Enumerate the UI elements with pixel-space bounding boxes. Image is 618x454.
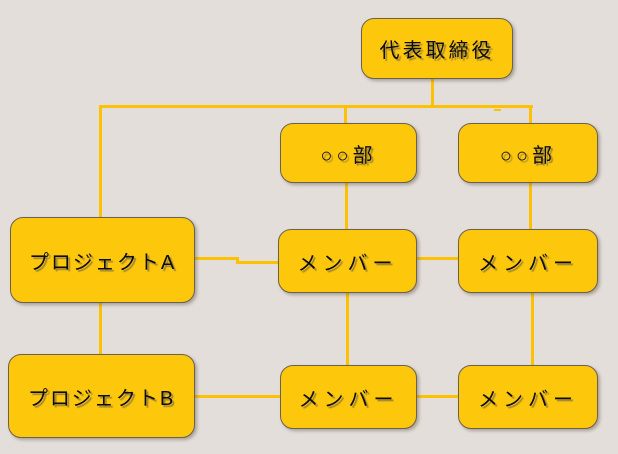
connector-dept-left-to-member (345, 183, 348, 230)
node-member-bottom-center: メンバー (280, 365, 417, 429)
node-member-bottom-right: メンバー (458, 365, 598, 429)
node-project-a: プロジェクトA (10, 217, 195, 303)
connector-project-a-to-member-jog (236, 257, 239, 264)
node-dept-left: ○○部 (280, 123, 417, 183)
connector-member-center-vertical (346, 293, 349, 365)
node-member-top-right: メンバー (458, 229, 598, 293)
connector-bus-to-dept-left (344, 105, 347, 124)
connector-dept-right-to-member (529, 183, 532, 230)
connector-members-top-horizontal (417, 257, 458, 260)
node-member-top-center: メンバー (278, 229, 417, 293)
connector-bus-to-dept-right (529, 105, 532, 124)
connector-bus-to-project-a (99, 105, 102, 217)
node-project-b: プロジェクトB (8, 354, 195, 438)
line-artifact-dash (494, 109, 501, 111)
connector-project-a-to-project-b (99, 303, 102, 354)
connector-bus-horizontal (99, 105, 533, 108)
connector-project-a-to-member-seg1 (195, 257, 239, 260)
connector-project-a-to-member-seg2 (236, 261, 280, 264)
node-dept-right: ○○部 (458, 123, 598, 183)
connector-member-right-vertical (531, 293, 534, 365)
connector-ceo-drop (431, 79, 434, 107)
connector-members-bottom-horizontal (417, 395, 458, 398)
node-ceo: 代表取締役 (361, 18, 513, 79)
connector-project-b-to-member (195, 395, 280, 398)
